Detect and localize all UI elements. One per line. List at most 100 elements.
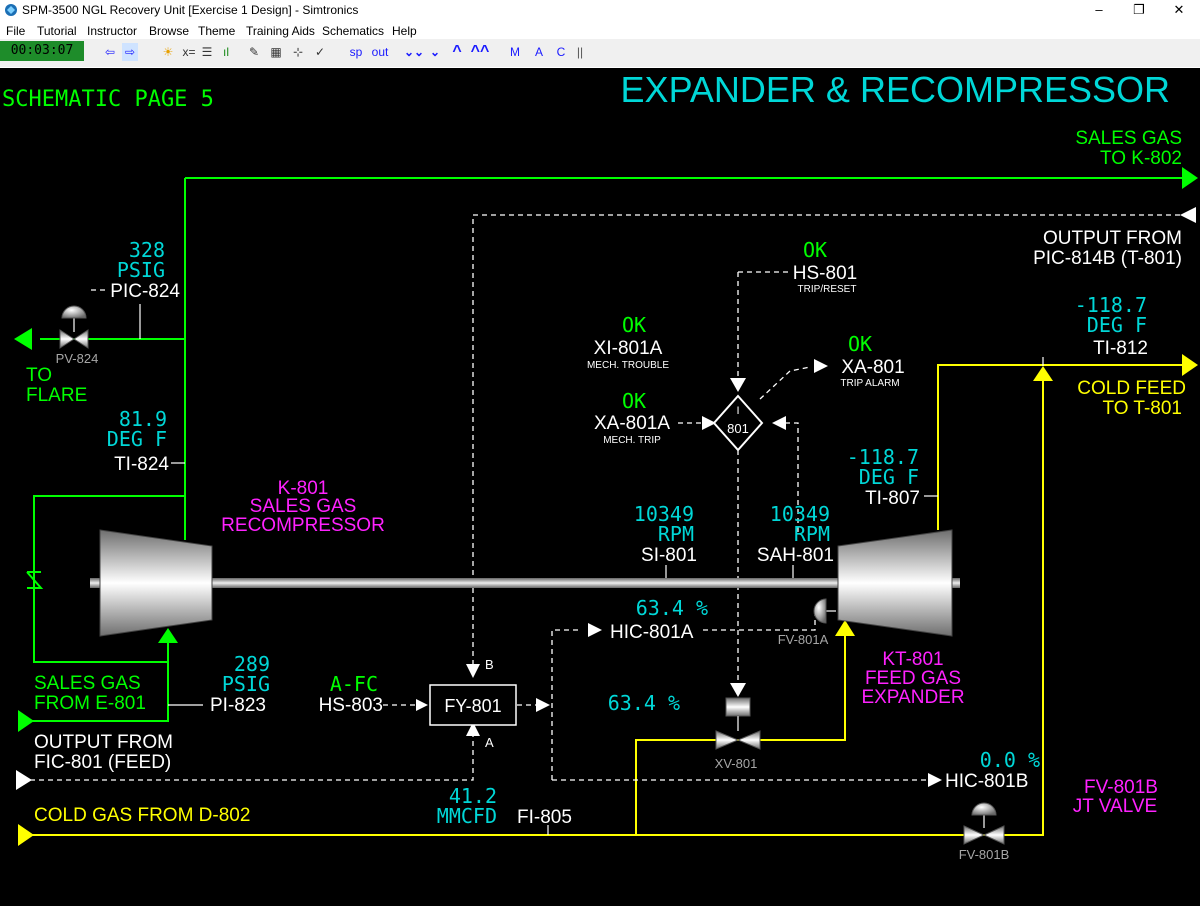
fi805-value: 41.2 [449, 784, 497, 808]
auto-mode-button[interactable]: A [534, 45, 543, 59]
fy801-tag: FY-801 [444, 696, 501, 716]
xa801a-desc: MECH. TRIP [603, 435, 661, 446]
cold-feed-out-arrow [1182, 354, 1198, 376]
cold-feed-line2: TO T-801 [1102, 398, 1182, 419]
manual-mode-button[interactable]: M [510, 45, 520, 59]
hs803-switch[interactable]: A-FC HS-803 [319, 672, 383, 716]
ti824-unit: DEG F [107, 427, 167, 451]
hs803-tag: HS-803 [319, 695, 383, 716]
ti824-readout[interactable]: 81.9 DEG F TI-824 [107, 407, 170, 475]
fi805-readout[interactable]: 41.2 MMCFD FI-805 [437, 784, 572, 828]
xv801-valve[interactable] [715, 697, 761, 750]
pic824-tag: PIC-824 [110, 281, 180, 302]
tree-icon[interactable]: ⊹ [292, 45, 304, 59]
fast-up-icon[interactable]: ^^ [470, 43, 490, 60]
i801-in-arrow [730, 378, 746, 392]
cold-gas-label: COLD GAS FROM D-802 [34, 805, 250, 826]
si801-readout[interactable]: 10349 RPM SI-801 [634, 502, 697, 566]
sah801-unit: RPM [794, 522, 830, 546]
toolbar-separator: || [576, 45, 584, 59]
sah801-readout[interactable]: 10349 RPM SAH-801 [757, 502, 834, 566]
pi823-tag: PI-823 [210, 695, 266, 716]
output-pic-arrow [1180, 207, 1196, 223]
xi801a-indicator[interactable]: OK XI-801A MECH. TROUBLE [587, 313, 669, 371]
xa801-arrow [814, 359, 828, 373]
sim-clock: 00:03:07 [0, 41, 84, 61]
hic801a-controller[interactable]: 63.4 % HIC-801A [610, 596, 708, 643]
sales-gas-out-line2: TO K-802 [1100, 148, 1182, 169]
sales-gas-lines [30, 177, 1182, 722]
fast-down-icon[interactable]: ⌄⌄ [404, 45, 425, 59]
fv801a-valve[interactable] [813, 598, 836, 624]
xa801a-arrow [702, 416, 716, 430]
pi823-readout[interactable]: 289 PSIG PI-823 [210, 652, 270, 716]
to-flare-line2: FLARE [26, 385, 87, 406]
kt801-expander[interactable] [837, 529, 953, 637]
menu-browse[interactable]: Browse [149, 24, 190, 38]
list-icon[interactable]: ☰ [201, 45, 213, 59]
menu-schematics[interactable]: Schematics [322, 24, 385, 38]
fv801b-label1: FV-801B [1084, 777, 1158, 798]
xa801a-alarm[interactable]: OK XA-801A MECH. TRIP [594, 389, 670, 446]
fy801-a-arrow [466, 722, 480, 736]
i801-interlock[interactable]: I 801 [712, 394, 764, 452]
out-button[interactable]: out [371, 45, 389, 59]
hic801b-value: 0.0 % [980, 748, 1040, 772]
menu-tutorial[interactable]: Tutorial [37, 24, 77, 38]
ti807-readout[interactable]: -118.7 DEG F TI-807 [847, 445, 920, 509]
back-arrow-icon[interactable]: ⇦ [104, 45, 116, 59]
fv801b-tag: FV-801B [959, 847, 1010, 862]
fy801-block[interactable]: FY-801 [429, 684, 517, 726]
menu-training-aids[interactable]: Training Aids [246, 24, 315, 38]
sales-gas-in-line1: SALES GAS [34, 673, 141, 694]
sales-gas-out-line1: SALES GAS [1075, 128, 1182, 149]
k801-compressor[interactable] [99, 529, 213, 637]
pencil-icon[interactable]: ✎ [248, 45, 260, 59]
menu-help[interactable]: Help [392, 24, 417, 38]
bar-chart-icon[interactable]: ıl [223, 45, 229, 59]
pic824-readout[interactable]: 328 PSIG PIC-824 [110, 238, 180, 302]
menu-instructor[interactable]: Instructor [87, 24, 138, 38]
hs801-switch[interactable]: OK HS-801 TRIP/RESET [793, 238, 857, 295]
hic801b-controller[interactable]: 0.0 % HIC-801B [945, 748, 1040, 792]
to-flare-line1: TO [26, 365, 52, 386]
check-icon[interactable]: ✓ [314, 45, 326, 59]
menu-file[interactable]: File [6, 24, 26, 38]
si801-tag: SI-801 [641, 545, 697, 566]
pi823-value: 289 [234, 652, 270, 676]
down-icon[interactable]: ⌄ [429, 45, 441, 59]
hs801-status: OK [803, 238, 827, 262]
sales-gas-in-arrow [18, 710, 34, 732]
xa801-tag: XA-801 [841, 357, 904, 378]
title-bar: SPM-3500 NGL Recovery Unit [Exercise 1 D… [0, 0, 1200, 20]
sp-button[interactable]: sp [349, 45, 363, 59]
up-icon[interactable]: ^ [452, 43, 462, 60]
fi805-tag: FI-805 [517, 807, 572, 828]
restore-button[interactable]: ❐ [1133, 2, 1145, 17]
minimize-button[interactable]: – [1095, 2, 1103, 17]
ti812-readout[interactable]: -118.7 DEG F TI-812 [1075, 293, 1148, 359]
ti812-value: -118.7 [1075, 293, 1147, 317]
menu-theme[interactable]: Theme [198, 24, 236, 38]
hic801a-tag: HIC-801A [610, 622, 694, 643]
close-button[interactable]: ✕ [1173, 2, 1185, 17]
cold-feed-line1: COLD FEED [1077, 378, 1186, 399]
xa801-alarm[interactable]: OK XA-801 TRIP ALARM [840, 332, 904, 389]
xa801-status: OK [848, 332, 872, 356]
sales-gas-in-line2: FROM E-801 [34, 693, 146, 714]
to-flare-arrow [14, 328, 32, 350]
sun-icon[interactable]: ☀ [162, 45, 174, 59]
fv801b-valve[interactable] [963, 802, 1005, 845]
equation-icon[interactable]: x= [182, 45, 196, 59]
cascade-mode-button[interactable]: C [556, 45, 566, 59]
check-valve-icon [26, 571, 44, 589]
ti812-tag: TI-812 [1093, 338, 1148, 359]
fy801-a-label: A [485, 735, 494, 750]
grid-icon[interactable]: ▦ [270, 45, 282, 59]
xa801a-status: OK [622, 389, 646, 413]
fi805-unit: MMCFD [437, 804, 497, 828]
forward-arrow-icon[interactable]: ⇨ [122, 43, 138, 61]
xa801a-tag: XA-801A [594, 413, 670, 434]
pv824-valve[interactable] [59, 305, 89, 349]
ti812-arrow [1033, 366, 1053, 381]
